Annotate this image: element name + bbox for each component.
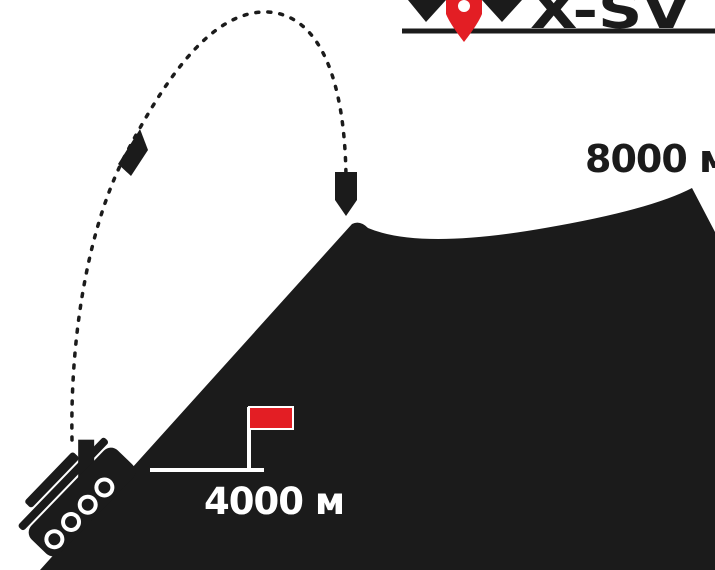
mountain-silhouette <box>40 188 715 570</box>
altitude-label-4000: 4000 м <box>204 480 344 523</box>
brand-logo: X-SV <box>402 0 715 42</box>
logo-text: X-SV <box>530 0 690 40</box>
logo-chevron-left <box>408 0 446 22</box>
map-pin-icon <box>446 0 482 42</box>
logo-chevron-right <box>482 0 522 22</box>
trajectory-arrowhead-down <box>335 172 357 216</box>
trajectory-arrowhead-up <box>118 129 148 176</box>
altitude-label-8000: 8000 м <box>585 137 715 181</box>
